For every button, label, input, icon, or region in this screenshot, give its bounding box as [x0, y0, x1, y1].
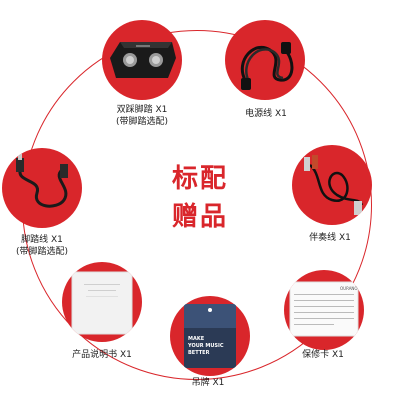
caption-pedal-cable: 脚踏线 X1 (带脚踏选配) [15, 235, 69, 257]
item-pedal-cable [2, 148, 82, 228]
card-brand: OURANO [340, 286, 358, 291]
item-power-cable [225, 20, 305, 100]
item-dual-footswitch [102, 20, 182, 100]
caption-hang-tag: 吊牌 X1 [191, 378, 225, 388]
tag-line-2: YOUR MUSIC [187, 343, 224, 349]
title-gifts: 赠品 [171, 202, 228, 232]
caption-dual-footswitch: 双踩脚踏 X1 (带脚踏选配) [115, 105, 169, 127]
item-audio-cable [292, 145, 372, 225]
item-hang-tag: MAKE YOUR MUSIC BETTER [170, 296, 250, 376]
tag-line-1: MAKE [188, 336, 205, 342]
warranty-card-icon: OURANO [289, 281, 359, 337]
caption-power-cable: 电源线 X1 [245, 109, 287, 119]
tag-line-3: BETTER [188, 350, 210, 356]
manual-icon [71, 271, 133, 335]
caption-audio-cable: 伴奏线 X1 [309, 233, 351, 243]
dual-footswitch-icon [110, 42, 176, 78]
power-cable-icon [240, 42, 294, 90]
item-warranty-card: OURANO [284, 270, 364, 350]
item-manual [62, 262, 142, 342]
audio-cable-icon [304, 155, 364, 215]
hang-tag-icon: MAKE YOUR MUSIC BETTER [184, 304, 236, 368]
pedal-cable-icon [16, 154, 68, 208]
title-standard: 标配 [171, 164, 228, 194]
caption-manual: 产品说明书 X1 [72, 350, 132, 360]
caption-warranty-card: 保修卡 X1 [302, 350, 344, 360]
